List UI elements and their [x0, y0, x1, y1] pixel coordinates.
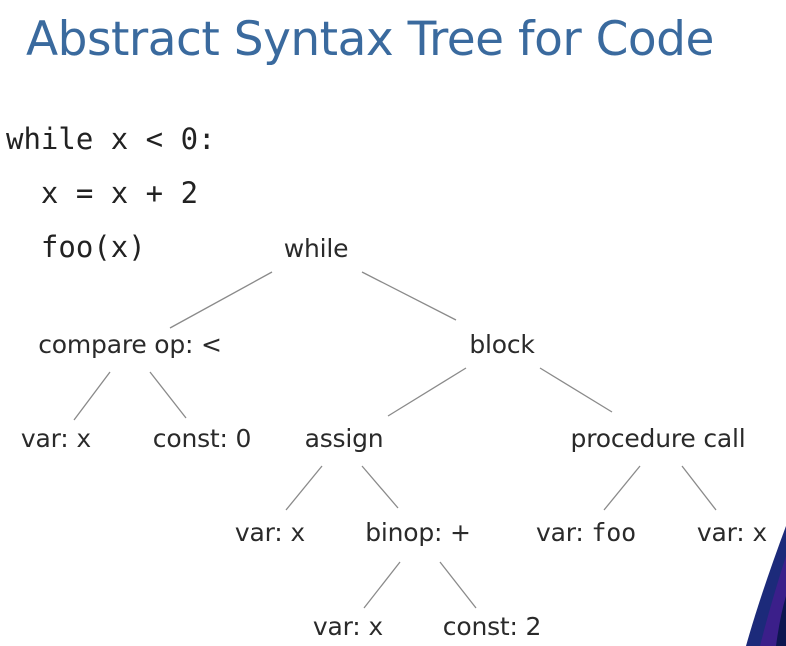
- slide-title: Abstract Syntax Tree for Code: [26, 12, 714, 67]
- node-var-x: var: x: [21, 424, 91, 453]
- node-while: while: [283, 234, 349, 263]
- node-compare-op: compare op: <: [38, 330, 222, 359]
- edge-compare-varx: [73, 371, 111, 421]
- edge-binop-const2: [439, 561, 477, 609]
- edge-procedure-varfoo: [603, 465, 641, 511]
- node-const-2: const: 2: [442, 612, 542, 641]
- edge-block-procedure: [539, 367, 613, 413]
- node-var-label: var:: [312, 612, 369, 641]
- corner-decoration: [746, 526, 786, 646]
- code-line: while x < 0:: [6, 122, 216, 156]
- node-var-label: var:: [234, 518, 291, 547]
- node-block: block: [469, 330, 535, 359]
- node-var-value: x: [76, 424, 92, 453]
- edge-while-compare: [169, 271, 273, 329]
- node-var-x: var: x: [697, 518, 767, 547]
- code-line: x = x + 2: [6, 176, 199, 210]
- node-var-label: var:: [696, 518, 753, 547]
- node-var-value: x: [290, 518, 306, 547]
- node-var-label: var:: [536, 518, 592, 547]
- edge-binop-varx: [363, 561, 401, 609]
- edge-block-assign: [387, 367, 467, 417]
- code-block: while x < 0: x = x + 2 foo(x): [6, 112, 216, 274]
- node-var-foo: var: foo: [536, 518, 636, 547]
- edge-while-block: [361, 271, 457, 321]
- edge-compare-const0: [149, 371, 187, 419]
- node-var-value: x: [752, 518, 768, 547]
- edge-assign-varx: [285, 465, 323, 511]
- node-const-0: const: 0: [152, 424, 252, 453]
- node-assign: assign: [304, 424, 384, 453]
- node-var-label: var:: [20, 424, 77, 453]
- code-line: foo(x): [6, 230, 146, 264]
- edge-procedure-varx: [681, 465, 717, 511]
- node-var-x: var: x: [313, 612, 383, 641]
- node-var-value: foo: [591, 518, 636, 547]
- edge-assign-binop: [361, 465, 399, 509]
- node-var-value: x: [368, 612, 384, 641]
- node-procedure-call: procedure call: [570, 424, 746, 453]
- node-binop: binop: +: [365, 518, 471, 547]
- node-var-x: var: x: [235, 518, 305, 547]
